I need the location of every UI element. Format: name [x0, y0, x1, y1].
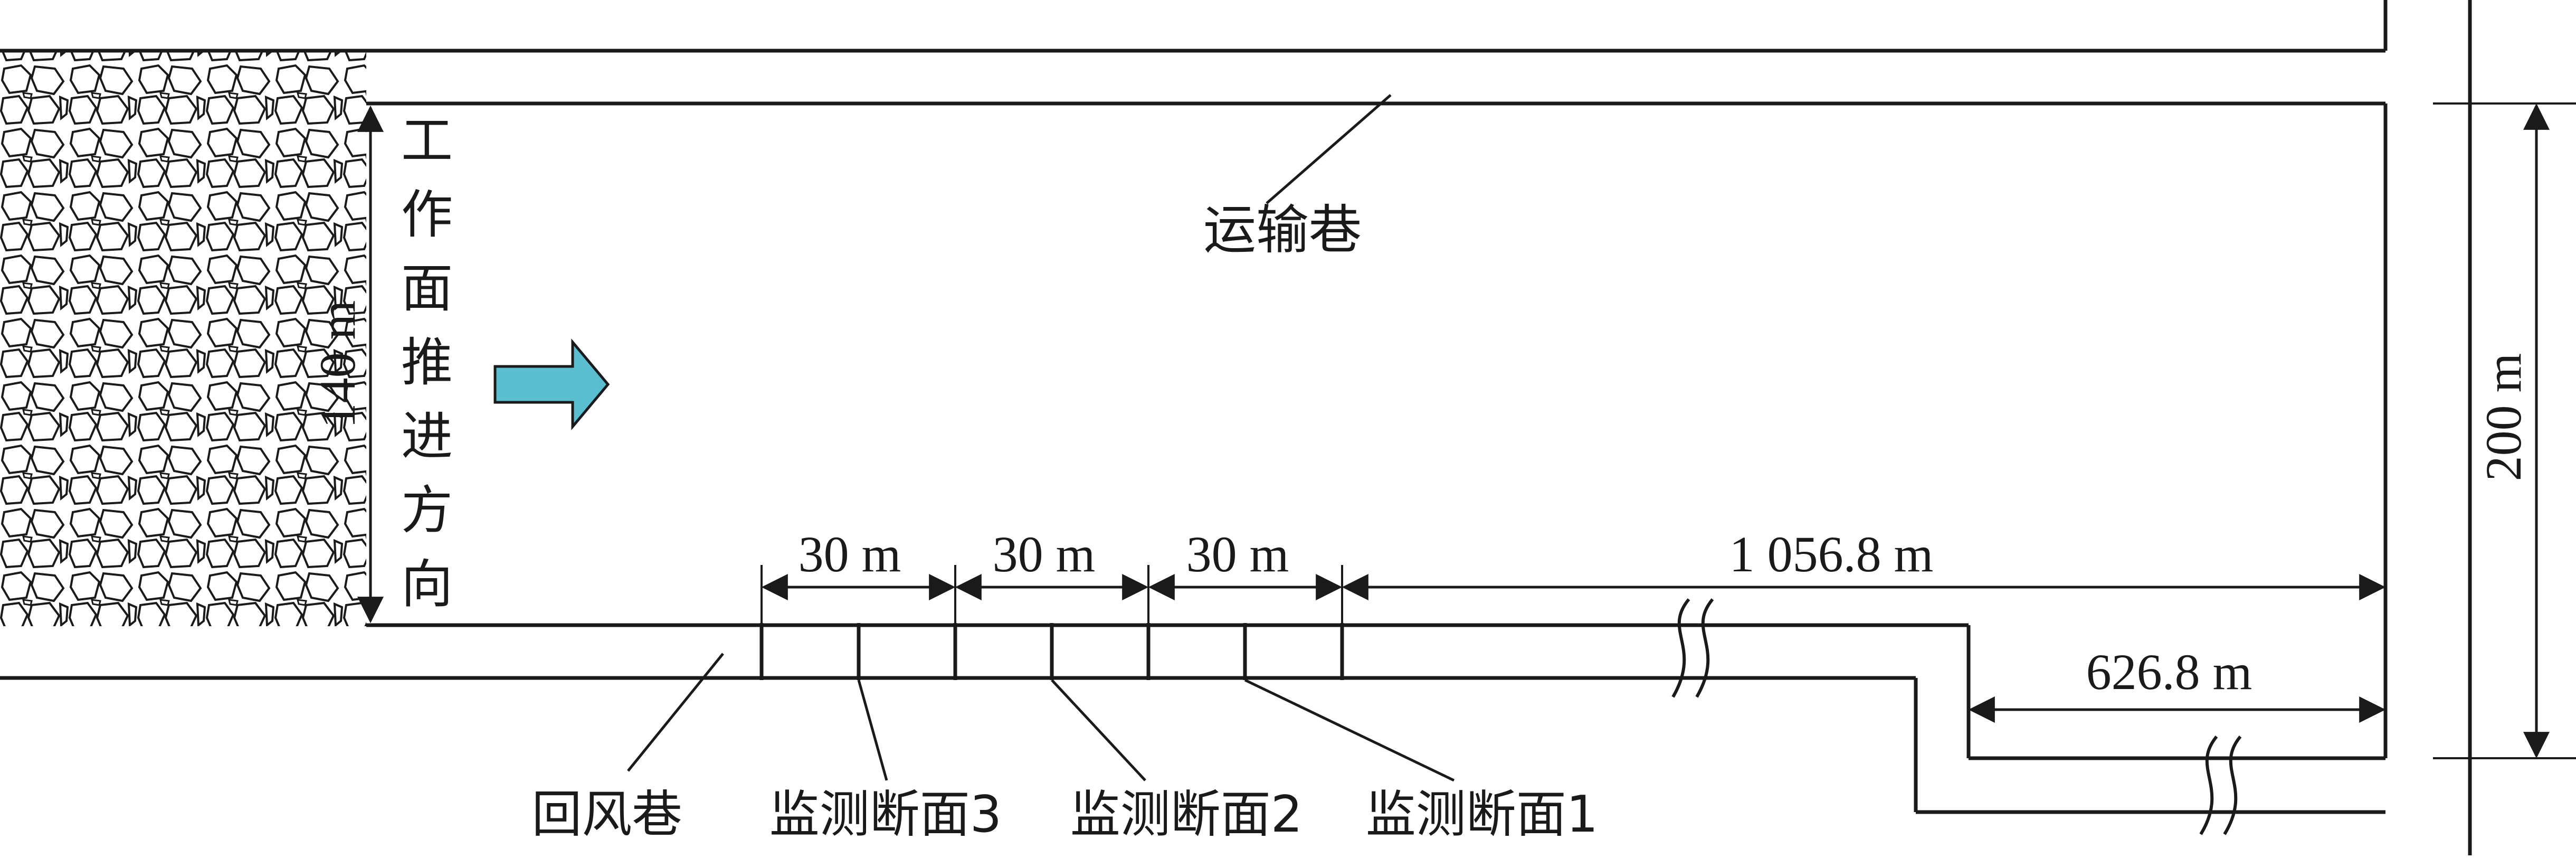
spacing-c-label: 30 m	[1186, 526, 1289, 582]
advance-direction-label: 工作面推进方向	[401, 111, 464, 615]
face-length-label: 140 m	[309, 300, 366, 429]
roadway-lines	[0, 0, 2472, 855]
spacing-b-label: 30 m	[993, 526, 1096, 582]
section-ticks	[759, 623, 1344, 680]
leader-transport	[1266, 94, 1392, 204]
monitoring-section-2-label: 监测断面2	[1070, 786, 1303, 844]
return-air-roadway-label: 回风巷	[531, 786, 682, 844]
total-width-label: 200 m	[2475, 353, 2532, 482]
monitoring-section-3-label: 监测断面3	[769, 786, 1002, 844]
break-mark-branch-a	[2199, 736, 2218, 835]
spacing-a-label: 30 m	[799, 526, 901, 582]
break-mark-return-a	[1671, 598, 1690, 698]
break-mark-branch-b	[2223, 736, 2242, 835]
dimension-arrows	[357, 103, 2550, 759]
leader-lines	[627, 94, 1455, 782]
branch-length-label: 626.8 m	[2086, 644, 2252, 700]
monitoring-section-1-label: 监测断面1	[1366, 786, 1598, 844]
break-symbols	[1671, 598, 2242, 835]
transport-roadway-label: 运输巷	[1203, 199, 1362, 261]
leader-section1	[1244, 678, 1455, 782]
leader-return	[627, 653, 724, 772]
leader-section3	[857, 680, 888, 781]
remaining-length-label: 1 056.8 m	[1729, 526, 1934, 582]
arrow-right-icon	[493, 338, 610, 430]
extension-lines	[761, 102, 2576, 759]
break-mark-return-b	[1695, 598, 1714, 698]
leader-section2	[1051, 679, 1146, 781]
goaf-area	[0, 51, 366, 626]
